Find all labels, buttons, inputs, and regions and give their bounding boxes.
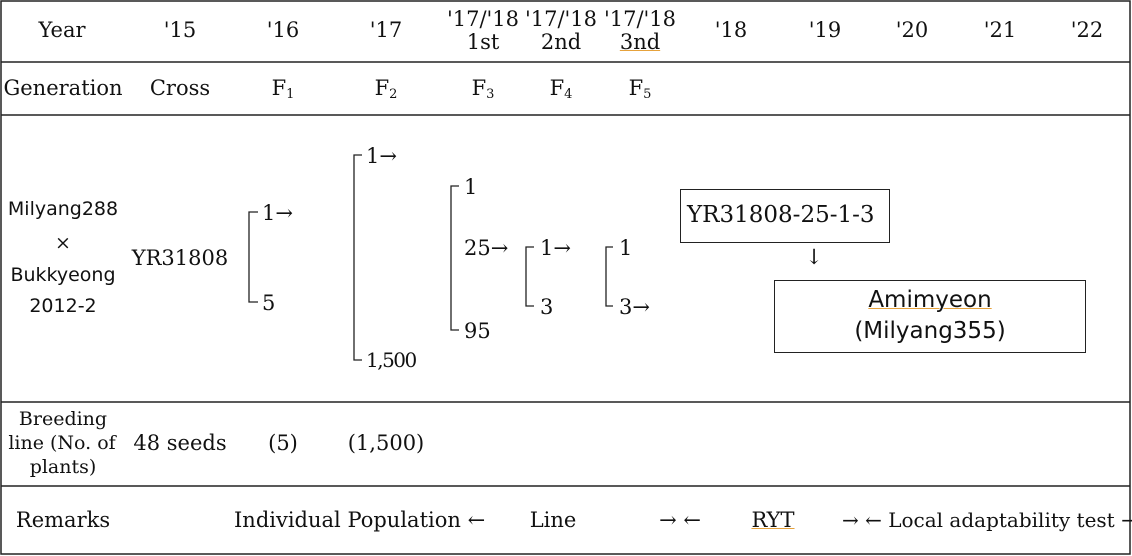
f4-bottom-selection: 3 bbox=[540, 295, 554, 319]
year-16: '16 bbox=[266, 18, 300, 42]
year-1718-3rd-top: '17/'18 bbox=[603, 7, 677, 31]
variety-code: (Milyang355) bbox=[854, 318, 1006, 344]
year-22: '22 bbox=[1070, 18, 1104, 42]
variety-name: Amimyeon bbox=[868, 287, 992, 313]
remarks-ryt: RYT bbox=[751, 508, 795, 532]
breeding-seeds: 48 seeds bbox=[133, 431, 227, 455]
generation-label: Generation bbox=[3, 76, 123, 100]
remarks-label: Remarks bbox=[15, 508, 111, 532]
f4-top-selection: 1→ bbox=[540, 236, 571, 260]
generation-f4: F4 bbox=[549, 76, 573, 102]
cross-symbol: × bbox=[55, 232, 71, 254]
f5-top-selection: 1 bbox=[619, 236, 633, 260]
year-1718-2nd-bottom: 2nd bbox=[540, 30, 582, 54]
generation-f1: F1 bbox=[271, 76, 295, 102]
year-19: '19 bbox=[808, 18, 842, 42]
parent-2-code: 2012-2 bbox=[29, 295, 97, 317]
year-21: '21 bbox=[983, 18, 1017, 42]
breeding-f2-count: (1,500) bbox=[347, 431, 425, 455]
year-1718-1st-top: '17/'18 bbox=[446, 7, 520, 31]
remarks-local-adaptability: → ← Local adaptability test → bbox=[842, 508, 1132, 532]
parent-2-name: Bukkyeong bbox=[10, 264, 116, 286]
line-box-label: YR31808-25-1-3 bbox=[687, 202, 875, 228]
breeding-label-line2: line (No. of bbox=[8, 432, 116, 454]
breeding-label-line3: plants) bbox=[29, 456, 97, 478]
down-arrow: ↓ bbox=[805, 245, 823, 269]
remarks-line: Line bbox=[529, 508, 577, 532]
f2-top-selection: 1→ bbox=[366, 144, 397, 168]
variety-box: Amimyeon (Milyang355) bbox=[774, 280, 1086, 353]
year-1718-1st-bottom: 1st bbox=[466, 30, 500, 54]
remarks-individual-population: Individual Population ← bbox=[234, 508, 486, 532]
f1-bottom-selection: 5 bbox=[262, 291, 276, 315]
generation-f5: F5 bbox=[628, 76, 652, 102]
f3-middle-selection: 25→ bbox=[464, 236, 509, 260]
breeding-f1-count: (5) bbox=[268, 431, 298, 455]
year-18: '18 bbox=[714, 18, 748, 42]
year-15: '15 bbox=[163, 18, 197, 42]
f3-bottom-selection: 95 bbox=[464, 319, 491, 343]
f3-top-selection: 1 bbox=[464, 175, 478, 199]
generation-f2: F2 bbox=[374, 76, 398, 102]
generation-cross: Cross bbox=[149, 76, 211, 100]
year-1718-2nd-top: '17/'18 bbox=[524, 7, 598, 31]
cross-name: YR31808 bbox=[131, 246, 229, 270]
f2-bottom-selection: 1,500 bbox=[366, 348, 417, 372]
year-17: '17 bbox=[369, 18, 403, 42]
f1-top-selection: 1→ bbox=[262, 201, 293, 225]
parent-1: Milyang288 bbox=[7, 198, 119, 220]
f5-bottom-selection: 3→ bbox=[619, 295, 650, 319]
line-box: YR31808-25-1-3 bbox=[680, 189, 890, 243]
year-label: Year bbox=[38, 18, 86, 42]
breeding-label-line1: Breeding bbox=[18, 408, 108, 430]
generation-f3: F3 bbox=[471, 76, 495, 102]
year-1718-3rd-bottom: 3nd bbox=[619, 30, 661, 54]
remarks-arrows-1: → ← bbox=[659, 508, 701, 532]
year-20: '20 bbox=[895, 18, 929, 42]
